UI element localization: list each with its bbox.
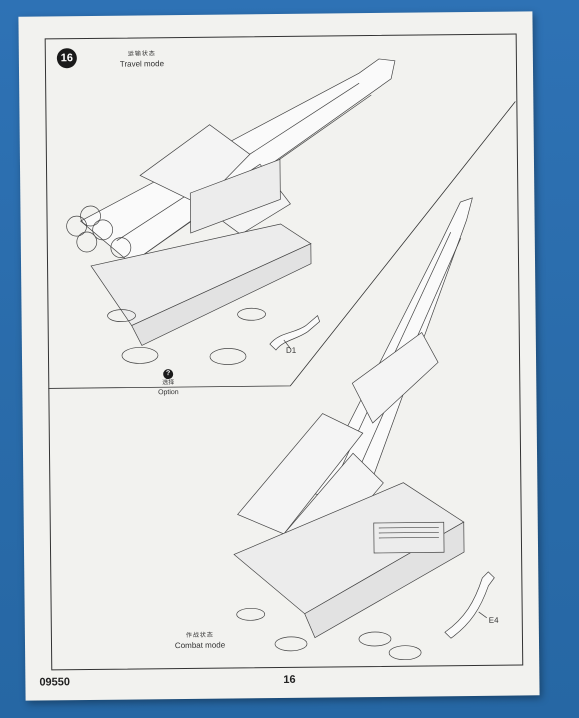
travel-mode-label-en: Travel mode <box>119 59 165 69</box>
model-number: 09550 <box>39 676 71 689</box>
section-divider <box>48 101 516 389</box>
travel-mode-caption: 运输状态 Travel mode <box>107 49 177 70</box>
step-number-badge: 16 <box>56 48 77 69</box>
part-label-e4: E4 <box>488 615 499 625</box>
option-label-cn: 选择 <box>162 380 175 387</box>
option-label-en: Option <box>158 389 179 397</box>
part-label-d1: D1 <box>285 345 297 355</box>
page-number: 16 <box>283 673 296 686</box>
combat-mode-label-en: Combat mode <box>174 640 226 651</box>
option-icon: ? <box>163 369 174 380</box>
instruction-sheet: 16 运输状态 Travel mode D1 ? 选择 Option 作战状态 … <box>18 11 540 701</box>
option-caption: ? 选择 Option <box>148 369 188 397</box>
combat-mode-caption: 作战状态 Combat mode <box>165 630 235 651</box>
